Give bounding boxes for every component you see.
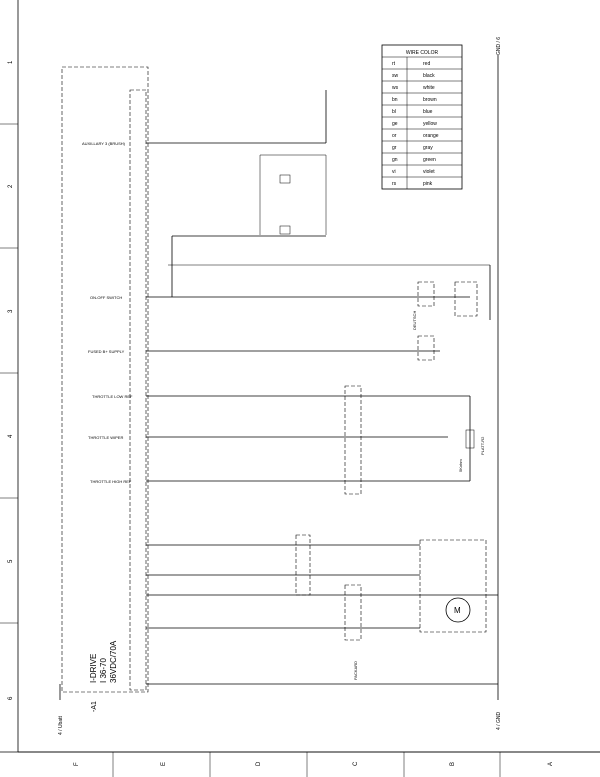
thr-high-label: THROTTLE HIGH REF	[90, 479, 132, 484]
wire-color-code: or	[392, 133, 397, 139]
plate-label: PLATT-R2	[480, 436, 485, 455]
wire-color-table: WIRE COLOR rt red sw black ws white bn brown bl bl…	[381, 44, 463, 190]
controller-model: I 36-70	[99, 658, 108, 683]
wire-color-name: violet	[423, 169, 435, 175]
deutsch-label: DEUTSCH	[412, 311, 417, 330]
row-number: 1	[8, 60, 14, 64]
ubatt-label: 4 / Ubatt	[58, 715, 64, 735]
wire-color-code: bn	[392, 97, 398, 103]
col-letter: F	[74, 762, 80, 766]
wire-color-code: rt	[392, 61, 396, 67]
motor-label: M	[454, 606, 461, 615]
wire-color-name: red	[423, 61, 430, 67]
wire-color-name: yellow	[423, 121, 437, 127]
signal-rows: AUXILLARY 3 (BRUSH) ON-OFF SWITCH FUSED …	[82, 141, 498, 629]
col-letter: B	[450, 762, 456, 766]
wire-color-code: sw	[392, 73, 399, 79]
row-number: 5	[8, 559, 14, 563]
col-letter: A	[548, 762, 554, 766]
wire-color-code: bl	[392, 109, 396, 115]
row-number: 2	[8, 184, 14, 188]
wire-color-name: pink	[423, 181, 433, 187]
row-number: 3	[8, 309, 14, 313]
col-letter: C	[353, 761, 359, 766]
wire-color-title: WIRE COLOR	[406, 50, 439, 56]
connectors: DEUTSCH PACKARD	[295, 281, 478, 680]
wire-color-code: rs	[392, 181, 397, 187]
wire-color-name: brown	[423, 97, 437, 103]
wire-color-code: gn	[392, 157, 398, 163]
motor-block: M	[419, 539, 487, 633]
col-letter: D	[256, 761, 262, 766]
wire-color-code: ws	[392, 85, 399, 91]
row-number: 6	[8, 696, 14, 700]
rails: GND / 6 4 / GND 4 / Ubatt	[58, 37, 502, 735]
wire-color-code: ge	[392, 121, 398, 127]
controller-box: I-DRIVE I 36-70 36VDC/70A -A1	[61, 66, 149, 712]
row-number: 4	[8, 434, 14, 438]
thr-wiper-label: THROTTLE WIPER	[88, 435, 123, 440]
row-numbers: 1 2 3 4 5 6	[8, 60, 14, 700]
column-letters: F E D C B A	[74, 761, 554, 766]
gnd-top-label: GND / 6	[496, 37, 502, 55]
wire-color-name: gray	[423, 145, 433, 151]
onoff-label: ON-OFF SWITCH	[90, 295, 122, 300]
relay-area	[168, 90, 491, 320]
fused-label: FUSED B+ SUPPLY	[88, 349, 125, 354]
wire-color-code: vi	[392, 169, 396, 175]
thr-low-label: THROTTLE LOW REF	[92, 394, 133, 399]
wire-color-name: orange	[423, 133, 439, 139]
gnd-bottom-label: 4 / GND	[496, 712, 502, 730]
wire-color-code: gr	[392, 145, 397, 151]
wire-color-name: blue	[423, 109, 433, 115]
controller-name: I-DRIVE	[89, 654, 98, 683]
ohm-label: 5Kohm	[458, 459, 463, 472]
packard-label: PACKARD	[353, 661, 358, 680]
wire-color-name: white	[423, 85, 435, 91]
controller-ref: -A1	[91, 701, 98, 712]
col-letter: E	[161, 762, 167, 766]
controller-rating: 36VDC/70A	[109, 640, 118, 683]
wire-color-name: black	[423, 73, 435, 79]
wire-color-name: green	[423, 157, 436, 163]
aux-label: AUXILLARY 3 (BRUSH)	[82, 141, 126, 146]
